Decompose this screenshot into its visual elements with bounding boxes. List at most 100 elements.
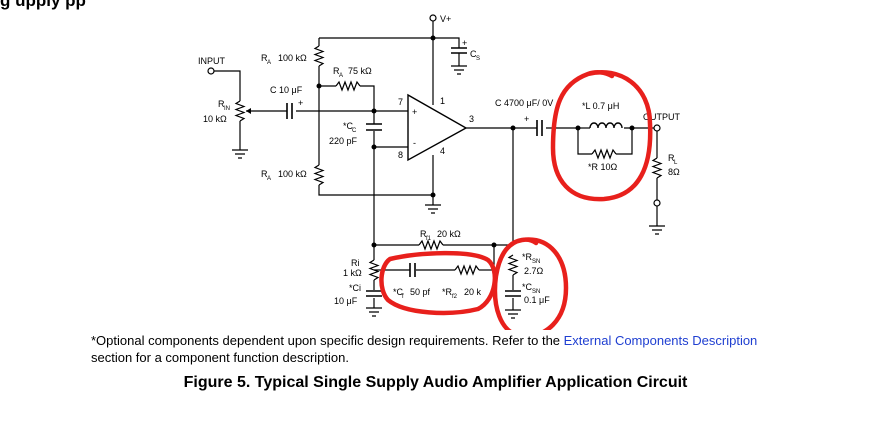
label-rin-val: 10 kΩ (203, 114, 227, 124)
terminal-rl-bottom-icon (653, 199, 661, 207)
label-cs-plus: + (462, 38, 467, 48)
resistor-rin (234, 100, 246, 122)
label-c-in: C 10 μF (270, 85, 303, 95)
label-ra-top-val: 100 kΩ (278, 53, 307, 63)
terminal-output-icon (653, 124, 661, 132)
ground-rl-icon (649, 225, 665, 235)
resistor-ra-top (313, 45, 325, 67)
wire-ra-bot (318, 185, 433, 196)
label-pin7: 7 (398, 97, 403, 107)
label-pin3: 3 (469, 114, 474, 124)
ground-rin-icon (232, 149, 248, 159)
wire-lr-right (616, 128, 633, 155)
label-rf2-sub: f2 (452, 294, 458, 300)
label-cf-val: 50 pf (410, 287, 431, 297)
label-ri: Ri (351, 258, 360, 268)
annotation-circle-lr (550, 70, 653, 202)
label-rf1-val: 20 kΩ (437, 229, 461, 239)
label-rf2-val: 20 k (464, 287, 482, 297)
label-rsn-sub: SN (532, 259, 540, 265)
label-rin: R (218, 99, 225, 109)
capacitor-cout (536, 120, 543, 136)
ground-symbols (232, 65, 665, 319)
resistor-rsn (507, 254, 519, 276)
inductor-l (589, 122, 623, 129)
label-csn-val: 0.1 μF (524, 295, 550, 305)
label-rl: R (668, 153, 675, 163)
wire-ra-mid-to-node (360, 85, 375, 111)
label-rl-sub: L (674, 160, 678, 166)
figure-caption: Figure 5. Typical Single Supply Audio Am… (183, 374, 688, 391)
circuit-schematic: V+ + C S INPUT R A 100 kΩ R A 75 kΩ C 10… (198, 14, 681, 330)
label-pin8: 8 (398, 150, 403, 160)
wire-out-down (494, 128, 514, 246)
label-ra-bot-val: 100 kΩ (278, 169, 307, 179)
external-components-link[interactable]: External Components Description (563, 333, 758, 348)
wire-cs (433, 37, 460, 48)
label-amp-minus: - (413, 138, 416, 148)
red-annotations (379, 70, 653, 330)
footnote-text-c: section for a component function descrip… (91, 350, 349, 365)
label-rin-sub: IN (224, 106, 230, 112)
resistor-rl (651, 157, 663, 179)
label-ra-mid-sub: A (339, 73, 343, 79)
label-cf-sub: f (402, 294, 404, 300)
label-pin4: 4 (440, 146, 445, 156)
label-ra-top-sub: A (267, 60, 271, 66)
capacitor-cin (286, 103, 293, 119)
label-cs: C (470, 49, 477, 59)
resistor-rf1 (418, 239, 444, 251)
label-ra-top: R (261, 53, 268, 63)
label-cc-sub: C (352, 128, 357, 134)
terminal-input-icon (207, 67, 215, 75)
footnote-text-b: efer to the (501, 333, 564, 348)
resistor-r-par (591, 148, 617, 160)
capacitor-cs (451, 47, 467, 54)
label-cs-sub: S (476, 56, 480, 62)
footnote-text-a: *Optional components dependent upon spec… (91, 333, 502, 348)
op-amp-symbol (407, 93, 468, 162)
label-ra-mid: R (333, 66, 340, 76)
junction-dots (316, 35, 635, 248)
label-rf1: R (420, 229, 427, 239)
label-csn-sub: SN (532, 289, 540, 295)
capacitor-csn (505, 290, 521, 297)
wire-input (211, 70, 241, 101)
label-rf1-sub: f1 (426, 236, 432, 242)
label-rsn-val: 2.7Ω (524, 266, 544, 276)
label-r-par: *R 10Ω (588, 162, 618, 172)
wiper-arrow-icon (246, 108, 251, 114)
label-cc: *C (343, 121, 354, 131)
terminal-vplus-icon (429, 14, 437, 22)
label-cc-val: 220 pF (329, 136, 358, 146)
ground-csn-icon (505, 309, 521, 319)
capacitor-ci (366, 290, 382, 297)
label-c-out: C 4700 μF/ 0V (495, 98, 553, 108)
label-ra-bot: R (261, 169, 268, 179)
label-cin-plus: + (298, 98, 303, 108)
label-rsn: *R (522, 252, 533, 262)
label-inductor: *L 0.7 μH (582, 101, 619, 111)
annotation-circle-cf-rf2 (379, 250, 497, 316)
label-rf2: *R (442, 287, 453, 297)
resistor-ra-mid (335, 80, 361, 92)
label-ri-val: 1 kΩ (343, 268, 362, 278)
ground-ci-icon (366, 307, 382, 317)
label-pin1: 1 (440, 96, 445, 106)
label-rl-val: 8Ω (668, 167, 680, 177)
capacitor-cc (366, 123, 382, 131)
resistor-rf2 (454, 264, 480, 276)
label-output: OUTPUT (643, 112, 681, 122)
label-cout-plus: + (524, 114, 529, 124)
label-cf: *C (393, 287, 404, 297)
label-input: INPUT (198, 56, 226, 66)
label-vplus: V+ (440, 14, 451, 24)
label-ci: *Ci (349, 283, 361, 293)
label-ra-bot-sub: A (267, 176, 271, 182)
capacitor-cf (409, 263, 416, 277)
annotation-circle-rsn-csn (492, 237, 569, 330)
label-amp-plus: + (412, 107, 417, 117)
label-ci-val: 10 μF (334, 296, 358, 306)
page-title: g upply pp (0, 0, 86, 10)
ground-amp-icon (425, 204, 441, 214)
